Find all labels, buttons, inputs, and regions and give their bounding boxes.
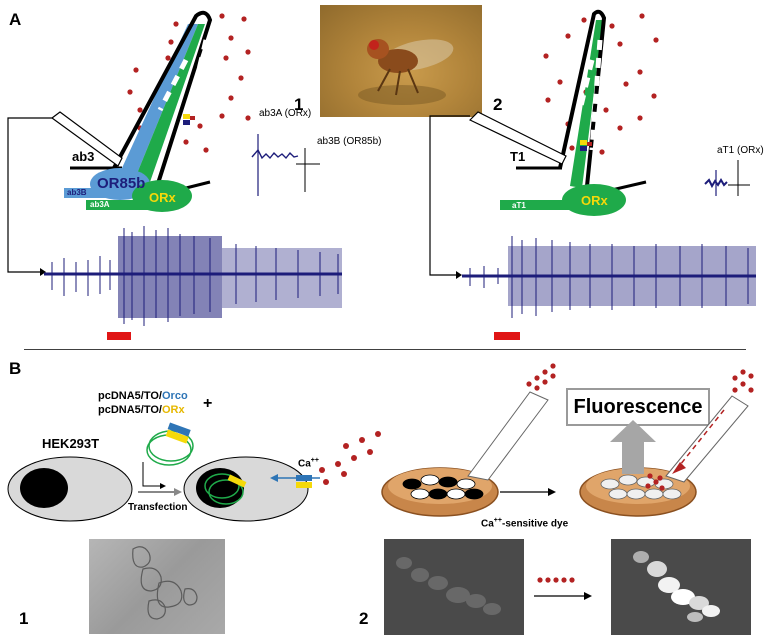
right-sensillum-label: T1 — [510, 149, 526, 164]
fluorescence-before-cells — [396, 557, 501, 615]
panel-a-schematic — [7, 9, 756, 350]
calcium-sup: ++ — [310, 457, 319, 464]
neuron-ab3a-label: ab3A — [90, 200, 110, 209]
panel-b-schematic — [7, 363, 754, 522]
right-orx-label: ORx — [581, 193, 608, 208]
right-odor-dots — [543, 13, 659, 155]
plus-sign: + — [203, 395, 213, 412]
brightfield-cells — [132, 546, 198, 620]
fly-photo — [320, 5, 482, 117]
spike-ab3a-label: ab3A (ORx) — [259, 108, 312, 119]
cell-line-label: HEK293T — [42, 436, 100, 451]
fly-illustration — [358, 39, 454, 105]
plasmid-orco-label: pcDNA5/TO/Orco — [98, 391, 188, 402]
dye-sup: ++ — [493, 517, 502, 524]
neuron-at1-label: aT1 — [512, 201, 526, 210]
fluorescence-after-cells — [633, 551, 720, 622]
panel-a-number-2: 2 — [493, 95, 503, 114]
panel-a-letter: A — [9, 10, 22, 29]
plasmid-prefix: pcDNA5/TO/ — [98, 390, 162, 402]
plasmid-prefix: pcDNA5/TO/ — [98, 404, 162, 416]
plasmid-orx-gene: ORx — [161, 404, 185, 416]
calcium-text: Ca — [298, 458, 311, 470]
plasmid-orx-label: pcDNA5/TO/ORx — [98, 405, 185, 416]
dye-suffix: -sensitive dye — [501, 518, 569, 530]
panel-b-number-2: 2 — [359, 609, 369, 628]
spike-ab3b-label: ab3B (OR85b) — [317, 136, 382, 147]
dye-label: Ca++-sensitive dye — [481, 517, 568, 529]
panel-a-number-1: 1 — [294, 95, 304, 114]
left-orx-label: ORx — [149, 190, 176, 205]
neuron-ab3b-label: ab3B — [67, 188, 87, 197]
left-sensillum-label: ab3 — [72, 149, 95, 164]
panel-b-number-1: 1 — [19, 609, 29, 628]
stimulus-arrow — [534, 577, 592, 600]
cell-odor-dots — [319, 431, 381, 485]
panel-b-letter: B — [9, 359, 22, 378]
pipette-2-dots — [645, 369, 754, 491]
brightfield-micrograph — [89, 539, 225, 634]
left-recording-trace — [44, 226, 342, 326]
dye-text: Ca — [481, 518, 494, 530]
calcium-label: Ca++ — [298, 457, 319, 469]
left-stimulus-bar — [107, 332, 131, 340]
transfection-label: Transfection — [128, 502, 188, 513]
or85b-label: OR85b — [97, 175, 146, 192]
plasmid-orco-gene: Orco — [161, 390, 188, 402]
fluorescence-before-image — [384, 539, 524, 635]
right-recording-trace — [462, 236, 756, 318]
spike-at1-label: aT1 (ORx) — [717, 145, 764, 156]
fluorescence-after-image — [611, 539, 751, 635]
pipette-1-dots — [526, 363, 556, 391]
right-stimulus-bar — [494, 332, 520, 340]
fluorescence-label: Fluorescence — [566, 388, 710, 426]
